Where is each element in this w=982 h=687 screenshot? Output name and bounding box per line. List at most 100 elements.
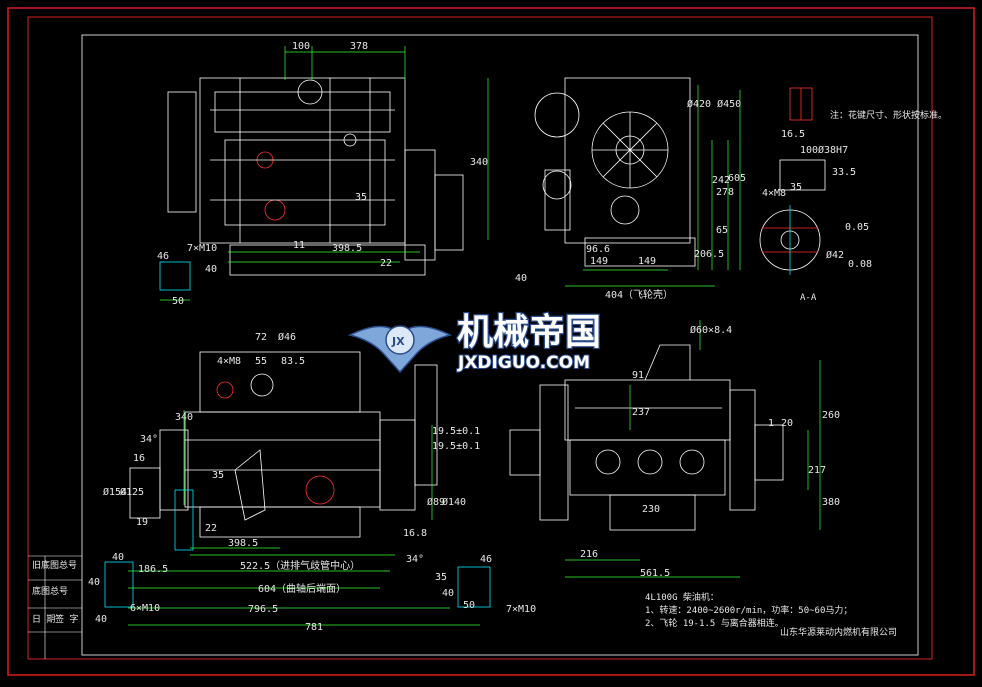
title-block-row3a: 日 期 <box>32 614 55 625</box>
dim-right-217: 217 <box>808 465 826 476</box>
watermark-cn: 机械帝国 <box>457 312 601 353</box>
dim-right-230: 230 <box>642 504 660 515</box>
dim-front-149b: 149 <box>638 256 656 267</box>
dim-front-96: 96.6 <box>586 244 610 255</box>
engine-left-view <box>104 351 491 608</box>
dim-right-1: 1 <box>768 418 774 429</box>
dim-top-35: 35 <box>355 192 367 203</box>
dim-front-242: 242 <box>712 175 730 186</box>
company-name: 山东华源莱动内燃机有限公司 <box>780 626 897 638</box>
dim-front-404: 404（飞轮壳） <box>605 288 673 301</box>
dim-left-398: 398.5 <box>228 538 258 549</box>
dim-left-dia154: Ø154 <box>103 486 127 498</box>
title-block-row3b: 签 字 <box>55 613 78 625</box>
dim-detail-33: 33.5 <box>832 167 856 178</box>
dim-top-40: 40 <box>205 264 217 275</box>
dim-left-34b: 34° <box>406 554 424 565</box>
dim-right-561: 561.5 <box>640 568 670 579</box>
dim-right-91: 91 <box>632 370 644 381</box>
dim-left-40b: 40 <box>88 577 100 588</box>
dim-left-340: 340 <box>175 412 193 423</box>
dim-left-dia46: Ø46 <box>278 331 296 343</box>
engine-right-view <box>509 344 784 531</box>
dim-right-380: 380 <box>822 497 840 508</box>
front-view-dim-lines <box>565 85 741 287</box>
title-block: 旧底图总号 底图总号 日 期 签 字 <box>28 555 82 659</box>
dim-detail-dia42: Ø42 <box>826 249 844 261</box>
dim-left-dia140: Ø140 <box>442 496 466 508</box>
dim-detail-tol1: 0.05 <box>845 222 869 233</box>
dim-top-m10: 7×M10 <box>187 243 217 254</box>
dim-left-796: 796.5 <box>248 604 278 615</box>
inner-border <box>81 34 919 656</box>
left-view-dim-lines <box>128 410 480 626</box>
dim-left-m10b: 7×M10 <box>506 604 536 615</box>
dim-left-522: 522.5（进排气歧管中心） <box>240 559 360 572</box>
watermark-logo: JX <box>347 325 453 374</box>
dim-left-dia125: Ø125 <box>120 486 144 498</box>
dim-left-22: 22 <box>205 523 217 534</box>
svg-text:JX: JX <box>391 335 405 348</box>
dim-left-40c: 40 <box>95 614 107 625</box>
dim-front-65: 65 <box>716 225 728 236</box>
dim-left-781: 781 <box>305 622 323 633</box>
dim-top-50: 50 <box>172 296 184 307</box>
dim-left-40d: 40 <box>442 588 454 599</box>
dim-left-186: 186.5 <box>138 564 168 575</box>
dim-detail-dia38: Ø38H7 <box>818 144 848 156</box>
detail-note: 注：花键尺寸、形状按标准。 <box>830 109 947 121</box>
dim-left-19: 19 <box>136 517 148 528</box>
dim-top-40b: 40 <box>515 273 527 284</box>
dim-front-dia420: Ø420 Ø450 <box>687 98 741 110</box>
drawing-border <box>27 16 933 660</box>
note-line1: 1、转速：2400~2600r/min，功率：50~60马力； <box>645 604 852 616</box>
dim-left-35b: 35 <box>435 572 447 583</box>
dim-top-340: 340 <box>470 157 488 168</box>
dim-detail-35: 35 <box>790 182 802 193</box>
dim-right-260: 260 <box>822 410 840 421</box>
dim-right-20: 20 <box>781 418 793 429</box>
dim-left-16: 16 <box>133 453 145 464</box>
dim-left-46: 46 <box>480 554 492 565</box>
dim-left-m8: 4×M8 <box>217 356 241 367</box>
dim-right-216: 216 <box>580 549 598 560</box>
watermark-en: JXDIGUO.COM <box>457 353 590 373</box>
top-view-dim-lines <box>160 46 489 301</box>
outer-frame <box>7 7 975 676</box>
dim-left-55: 55 <box>255 356 267 367</box>
title-block-row2: 底图总号 <box>32 585 68 597</box>
dim-detail-m8: 4×M8 <box>762 188 786 199</box>
dim-left-m10: 6×M10 <box>130 603 160 614</box>
dim-top-100: 100 <box>292 41 310 52</box>
title-block-row1: 旧底图总号 <box>32 559 77 571</box>
dim-right-dia60: Ø60×8.4 <box>690 324 732 336</box>
dim-front-206: 206.5 <box>694 249 724 260</box>
note-model: 4L100G 柴油机： <box>645 591 719 603</box>
dim-detail-16: 16.5 <box>781 129 805 140</box>
dim-left-83: 83.5 <box>281 356 305 367</box>
dim-left-50: 50 <box>463 600 475 611</box>
spline-detail <box>759 87 826 275</box>
right-view-dim-lines <box>565 320 821 578</box>
dim-detail-tol2: 0.08 <box>848 259 872 270</box>
engine-front-view <box>534 77 696 267</box>
detail-section-label: A-A <box>800 293 817 303</box>
dim-front-605: 605 <box>728 173 746 184</box>
dim-top-378: 378 <box>350 41 368 52</box>
dim-front-149a: 149 <box>590 256 608 267</box>
dim-right-237: 237 <box>632 407 650 418</box>
dim-left-35: 35 <box>212 470 224 481</box>
dim-top-398: 398.5 <box>332 243 362 254</box>
dim-top-46: 46 <box>157 251 169 262</box>
dim-left-34: 34° <box>140 434 158 445</box>
dim-left-16-8: 16.8 <box>403 528 427 539</box>
dim-detail-100: 100 <box>800 145 818 156</box>
dim-front-278: 278 <box>716 187 734 198</box>
dim-left-72: 72 <box>255 332 267 343</box>
note-line2: 2、飞轮 19-1.5 与离合器相连。 <box>645 617 784 629</box>
dim-left-19a: 19.5±0.1 <box>432 426 480 437</box>
dim-left-dia89: Ø89 <box>427 496 445 508</box>
dim-top-22: 22 <box>380 258 392 269</box>
